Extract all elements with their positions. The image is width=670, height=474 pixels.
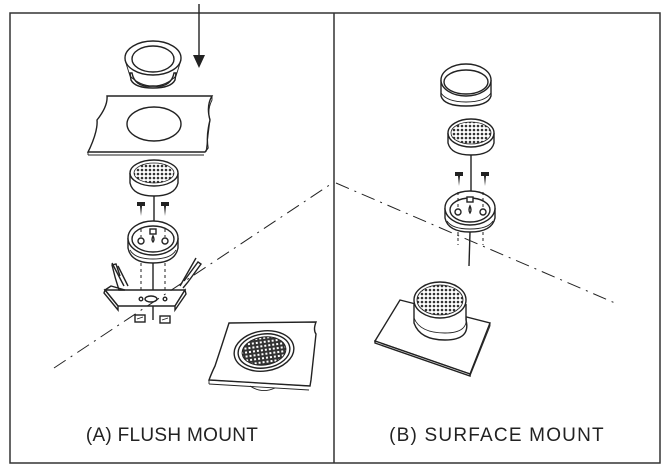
trim-ring-b: [440, 63, 492, 107]
speaker-housing-a: [127, 220, 179, 264]
assembled-surface-mount: [373, 281, 491, 377]
insertion-arrow: [193, 4, 205, 68]
assembled-flush-mount: [208, 321, 318, 391]
cable-b-lower: [468, 231, 471, 267]
section-line-b: [335, 182, 616, 304]
mounting-surface-a: [86, 95, 214, 156]
caption-surface-mount: (B) SURFACE MOUNT: [389, 425, 605, 446]
speaker-housing-b: [444, 190, 496, 233]
speaker-grille-a: [129, 159, 179, 197]
panel-a-flush-mount: [53, 40, 335, 391]
trim-ring-a: [124, 40, 182, 89]
mounting-screws-b: [455, 172, 489, 186]
speaker-grille-b: [447, 118, 495, 156]
bracket-clips-a: [134, 314, 171, 324]
section-line-a: [53, 181, 335, 369]
mounting-screws-a: [137, 202, 169, 216]
caption-flush-mount: (A) FLUSH MOUNT: [85, 425, 259, 446]
panel-b-surface-mount: [335, 63, 616, 377]
outer-frame: [9, 12, 661, 464]
